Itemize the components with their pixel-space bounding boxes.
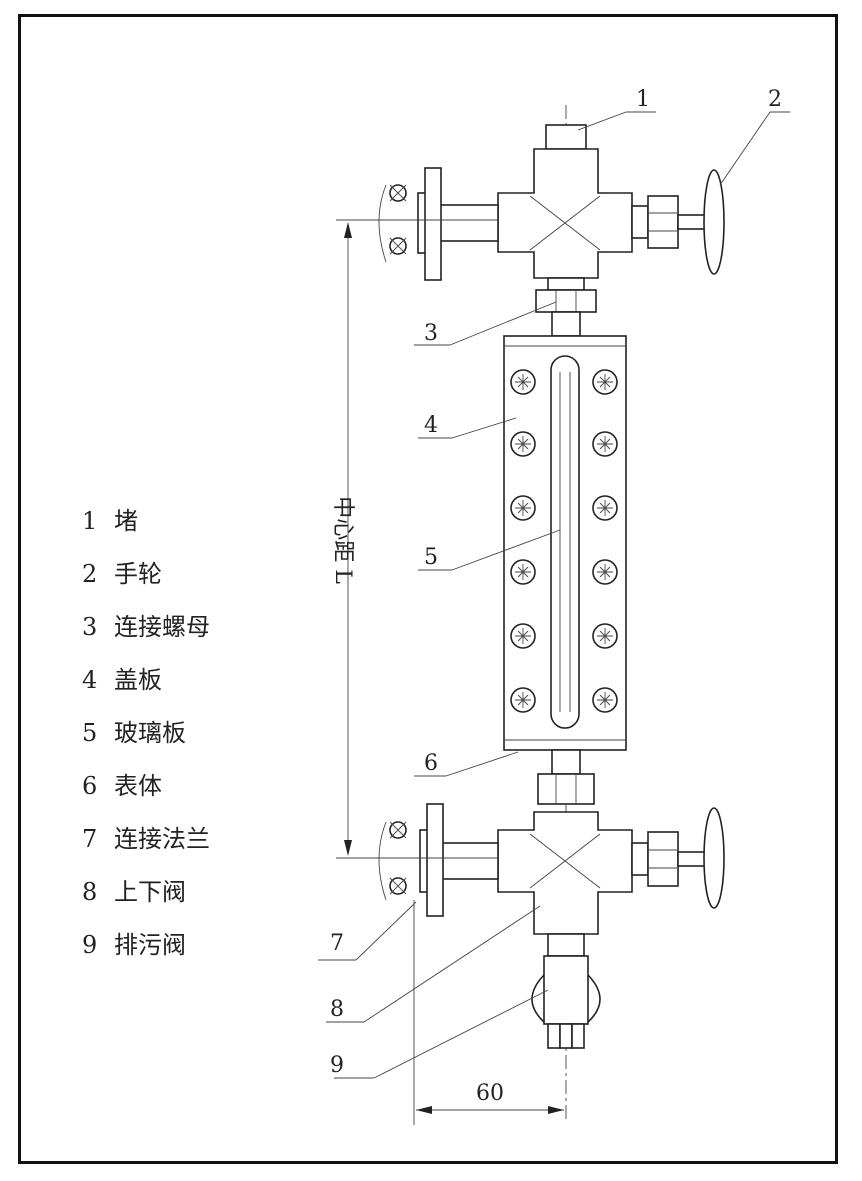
legend-name: 连接螺母 (114, 613, 210, 641)
bolt (510, 687, 536, 713)
drawing-border (18, 14, 838, 1164)
callout-2: 2 (768, 87, 782, 112)
bolt-cross (515, 692, 531, 708)
legend-number: 3 (82, 613, 98, 641)
legend-number: 9 (82, 931, 98, 959)
bolt (592, 431, 618, 457)
bolt (592, 687, 618, 713)
legend-item: 7 连接法兰 (82, 824, 302, 877)
bolt-cross (515, 500, 531, 516)
legend-name: 上下阀 (114, 878, 186, 906)
bolt (510, 559, 536, 585)
callout-1: 1 (636, 87, 650, 112)
glass-plate (550, 355, 580, 729)
lower-valve-cross (497, 811, 633, 935)
bolt-cross (597, 500, 613, 516)
legend-name: 排污阀 (114, 931, 186, 959)
legend-item: 6 表体 (82, 771, 302, 824)
legend-item: 8 上下阀 (82, 877, 302, 930)
upper-connecting-nut (535, 289, 597, 313)
bolt-cross (515, 564, 531, 580)
upper-valve-cross (497, 148, 633, 279)
legend-name: 手轮 (114, 560, 162, 588)
legend-number: 1 (82, 507, 98, 535)
callout-5: 5 (424, 545, 438, 570)
callout-7: 7 (330, 931, 344, 956)
bolt (592, 559, 618, 585)
bolt (592, 623, 618, 649)
drain-valve (543, 955, 589, 1025)
lower-flange (426, 803, 444, 917)
bolt (510, 431, 536, 457)
callout-9: 9 (330, 1053, 344, 1078)
plug (545, 124, 587, 150)
bolt (510, 369, 536, 395)
bolt-cross (597, 436, 613, 452)
lower-connecting-nut (537, 773, 595, 805)
bolt-cross (597, 692, 613, 708)
legend-name: 表体 (114, 772, 162, 800)
legend-number: 6 (82, 772, 98, 800)
bolt (592, 369, 618, 395)
callout-4: 4 (424, 413, 438, 438)
legend-number: 5 (82, 719, 98, 747)
dimension-horizontal: 60 (413, 900, 564, 1125)
bolt-cross (597, 374, 613, 390)
callout-3: 3 (424, 321, 438, 346)
dimension-center-distance-label: 中心距 L (330, 496, 355, 584)
bolt-cross (597, 564, 613, 580)
legend-item: 5 玻璃板 (82, 718, 302, 771)
callout-8: 8 (330, 997, 344, 1022)
legend-number: 7 (82, 825, 98, 853)
legend-item: 2 手轮 (82, 559, 302, 612)
callout-6: 6 (424, 751, 438, 776)
upper-flange (424, 167, 442, 281)
legend-item: 9 排污阀 (82, 930, 302, 983)
legend-name: 堵 (114, 507, 138, 535)
cover-bolts (510, 369, 618, 713)
bolt-cross (515, 374, 531, 390)
legend-number: 2 (82, 560, 98, 588)
upper-handwheel (703, 169, 725, 275)
gauge-body (503, 335, 627, 751)
bolt (592, 495, 618, 521)
legend-number: 4 (82, 666, 98, 694)
dimension-center-distance: 中心距 L (330, 219, 498, 859)
bolt (510, 495, 536, 521)
legend-item: 4 盖板 (82, 665, 302, 718)
dimension-horizontal-label: 60 (476, 1081, 504, 1106)
callout-labels: 1 2 3 4 5 6 7 8 9 (330, 87, 782, 1078)
bolt (510, 623, 536, 649)
legend-number: 8 (82, 878, 98, 906)
callout-leaders (318, 111, 790, 1079)
legend-name: 玻璃板 (114, 719, 186, 747)
bolt-cross (515, 628, 531, 644)
legend-name: 盖板 (114, 666, 162, 694)
bolt-cross (597, 628, 613, 644)
legend-item: 3 连接螺母 (82, 612, 302, 665)
lower-handwheel (703, 807, 725, 909)
legend-name: 连接法兰 (114, 825, 210, 853)
bolt-cross (515, 436, 531, 452)
lower-valve (378, 749, 725, 1049)
upper-valve (378, 124, 725, 337)
